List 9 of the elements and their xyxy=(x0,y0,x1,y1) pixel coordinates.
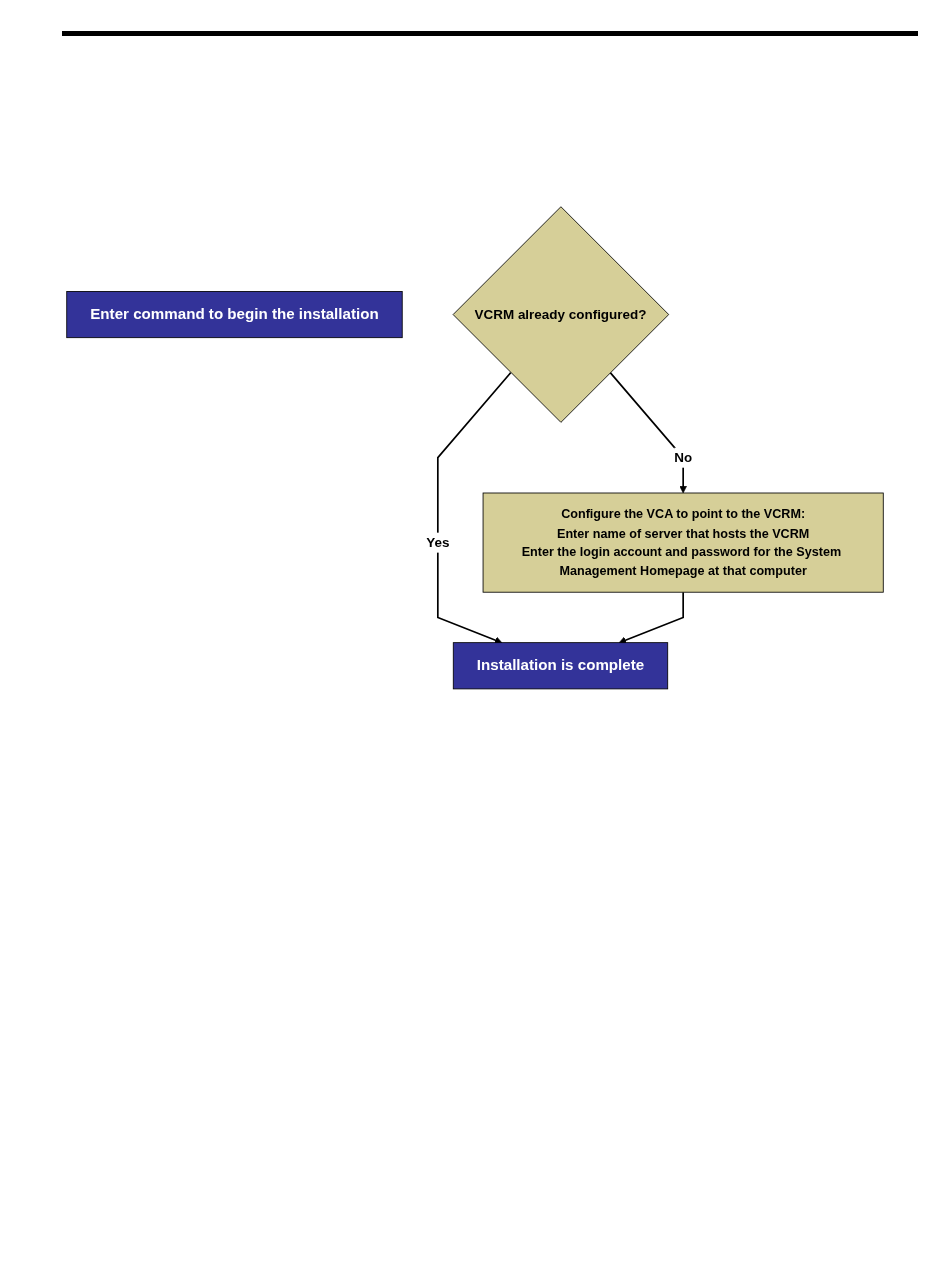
node-diamond: VCRM already configured? xyxy=(452,206,670,423)
arrow xyxy=(609,371,687,494)
node-box: Configure the VCA to point to the VCRM: Enter name of server that hosts the VCRM Enter the login account and password for the System Management Homepage at that computer xyxy=(482,492,884,593)
arrow xyxy=(618,591,684,644)
arrow xyxy=(437,371,512,644)
edge-label: Yes xyxy=(426,535,450,550)
edge-label: No xyxy=(674,450,693,465)
node-box: Installation is complete xyxy=(452,642,669,690)
node-box: Enter command to begin the installation xyxy=(66,291,403,339)
